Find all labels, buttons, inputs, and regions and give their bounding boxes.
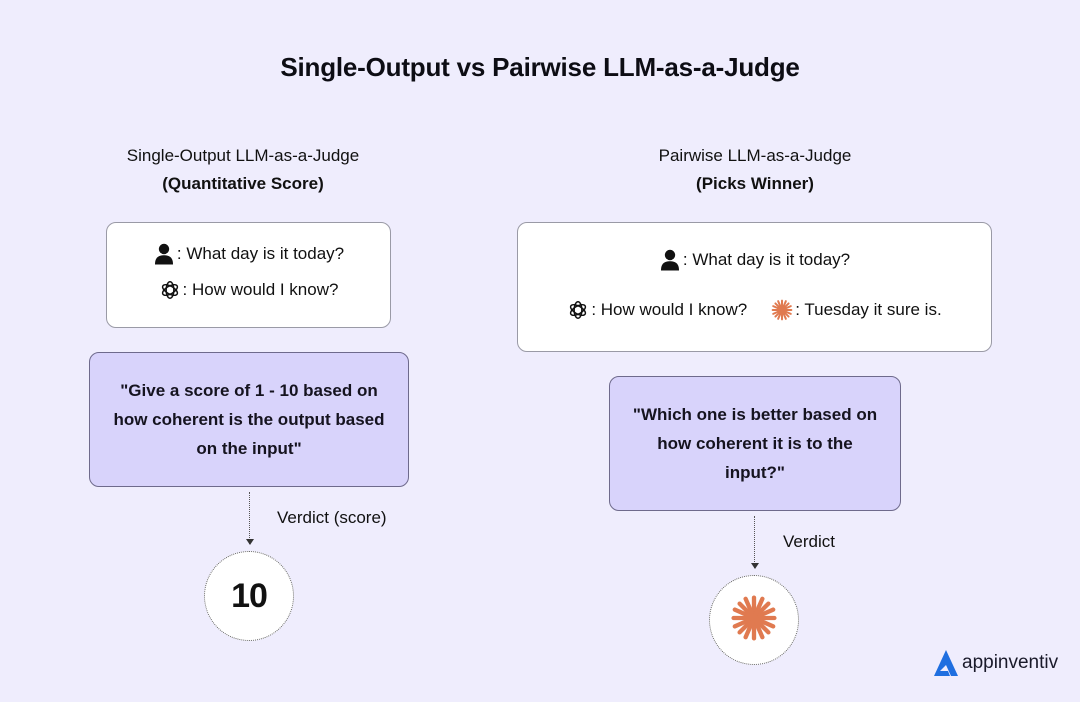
pairwise-heading-title: Pairwise LLM-as-a-Judge <box>658 146 852 165</box>
claude-starburst-icon <box>730 594 778 647</box>
model-a-message-text: : How would I know? <box>591 300 748 319</box>
user-icon <box>659 249 681 271</box>
openai-icon <box>567 299 589 321</box>
brand-name: appinventiv <box>962 652 1059 673</box>
user-message-text: : What day is it today? <box>176 244 345 263</box>
appinventiv-logo: appinventiv <box>932 648 1058 678</box>
score-verdict-circle: 10 <box>204 551 294 641</box>
pairwise-verdict-label: Verdict <box>783 532 835 551</box>
pairwise-heading-subtitle: (Picks Winner) <box>696 174 814 193</box>
single-output-heading-title: Single-Output LLM-as-a-Judge <box>126 146 360 165</box>
model-message-text: : How would I know? <box>182 280 339 299</box>
single-output-judge-prompt: "Give a score of 1 - 10 based on how coh… <box>89 352 409 487</box>
model-b-message-text: : Tuesday it sure is. <box>795 300 942 319</box>
diagram-title: Single-Output vs Pairwise LLM-as-a-Judge <box>280 52 800 82</box>
single-output-heading: Single-Output LLM-as-a-Judge (Quantitati… <box>88 142 398 198</box>
model-message: : How would I know? <box>107 279 390 301</box>
single-output-verdict-arrow <box>246 492 254 545</box>
appinventiv-logo-icon <box>934 650 958 676</box>
user-message-text: : What day is it today? <box>682 250 851 269</box>
single-output-chat-box: : What day is it today? : How would I kn… <box>106 222 391 328</box>
pairwise-chat-box: : What day is it today? : How would I kn… <box>517 222 992 352</box>
pairwise-verdict-arrow <box>751 516 759 569</box>
winner-verdict-circle <box>709 575 799 665</box>
openai-icon <box>159 279 181 301</box>
score-value: 10 <box>231 576 268 615</box>
single-output-verdict-label: Verdict (score) <box>277 508 387 527</box>
claude-starburst-icon <box>771 299 793 321</box>
pairwise-heading: Pairwise LLM-as-a-Judge (Picks Winner) <box>600 142 910 198</box>
model-responses-row: : How would I know? : Tuesday it sure is… <box>518 299 991 321</box>
user-icon <box>153 243 175 265</box>
user-message: : What day is it today? <box>518 249 991 271</box>
pairwise-judge-prompt: "Which one is better based on how cohere… <box>609 376 901 511</box>
single-output-heading-subtitle: (Quantitative Score) <box>162 174 324 193</box>
user-message: : What day is it today? <box>107 243 390 265</box>
